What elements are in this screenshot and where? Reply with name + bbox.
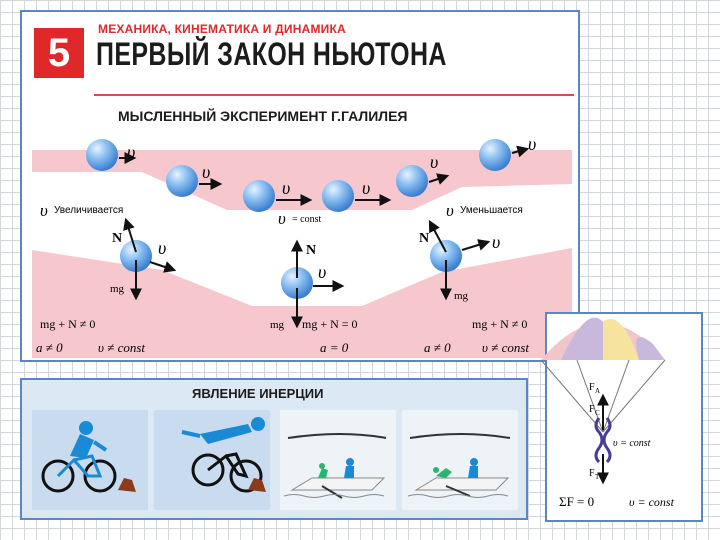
upper-ball-6: υ	[479, 134, 536, 171]
decreases-caption: υ Уменьшается	[446, 201, 523, 220]
velocity-arrow-icon	[428, 173, 450, 185]
normal-force-arrow-icon	[123, 217, 137, 253]
experiment-diagram: υ υ υ υ υ υ υ Увеличив	[32, 134, 572, 358]
svg-text:υ: υ	[446, 201, 454, 220]
boat-frame-1	[280, 410, 396, 510]
ball-icon	[86, 139, 118, 171]
parachute-velocity-const: υ = const	[629, 495, 675, 509]
left-force-sum: mg + N ≠ 0	[40, 317, 95, 331]
boat-icon	[290, 458, 386, 499]
parachute-icon	[540, 317, 666, 433]
velocity-label: υ	[282, 178, 290, 198]
svg-text:υ: υ	[278, 209, 286, 228]
svg-text:mg: mg	[454, 290, 469, 302]
force-arrows: F A F C F T υ = const	[589, 382, 651, 485]
upper-ball-3: υ	[243, 178, 313, 212]
velocity-label: υ	[430, 152, 438, 172]
svg-text:N: N	[306, 243, 316, 258]
parachute-panel: F A F C F T υ = const ΣF = 0 υ = const	[540, 312, 703, 522]
cyclist-frame-1	[32, 410, 148, 510]
left-force-diagram: N mg υ	[110, 217, 177, 301]
topic-number-badge: 5	[34, 28, 84, 78]
normal-force-arrow-icon	[428, 219, 447, 253]
boat-icon	[414, 458, 510, 497]
ball-icon	[430, 240, 462, 272]
ball-icon	[243, 180, 275, 212]
middle-force-diagram: N mg υ	[270, 239, 345, 331]
stump-icon	[118, 478, 136, 492]
svg-text:υ: υ	[158, 238, 166, 258]
right-force-diagram: N mg υ	[419, 219, 500, 302]
title-divider	[94, 94, 574, 96]
galileo-experiment-panel: 5 МЕХАНИКА, КИНЕМАТИКА И ДИНАМИКА ПЕРВЫЙ…	[20, 10, 580, 362]
svg-text:υ: υ	[40, 201, 48, 220]
cyclist-icon	[41, 421, 117, 493]
inertia-title: ЯВЛЕНИЕ ИНЕРЦИИ	[192, 386, 324, 401]
svg-text:A: A	[595, 387, 600, 395]
upper-ball-1: υ	[86, 139, 137, 171]
middle-force-sum: mg + N = 0	[302, 317, 358, 331]
parachute-diagram: F A F C F T υ = const ΣF = 0 υ = const	[540, 317, 675, 509]
upper-ball-4: υ	[322, 178, 392, 212]
cyclist-icon	[181, 417, 265, 493]
svg-text:Увеличивается: Увеличивается	[54, 205, 123, 216]
svg-text:Уменьшается: Уменьшается	[460, 205, 523, 216]
svg-text:υ: υ	[318, 262, 326, 282]
parachute-velocity-label: υ = const	[613, 438, 651, 449]
ball-icon	[166, 165, 198, 197]
velocity-label: υ	[362, 178, 370, 198]
velocity-label: υ	[127, 142, 135, 162]
increases-caption: υ Увеличивается	[40, 201, 123, 220]
stump-icon	[248, 478, 266, 492]
svg-text:mg: mg	[270, 319, 285, 331]
ball-icon	[322, 180, 354, 212]
right-velocity-state: υ ≠ const	[482, 340, 529, 355]
svg-text:= const: = const	[292, 214, 321, 225]
page-subtitle: МЕХАНИКА, КИНЕМАТИКА И ДИНАМИКА	[98, 22, 346, 36]
ball-icon	[281, 267, 313, 299]
svg-text:mg: mg	[110, 283, 125, 295]
ball-icon	[120, 240, 152, 272]
const-caption: υ = const	[278, 209, 321, 228]
svg-text:F: F	[589, 468, 595, 479]
svg-text:F: F	[589, 382, 595, 393]
velocity-label: υ	[202, 162, 210, 182]
svg-text:N: N	[112, 231, 122, 246]
parachutist-icon	[594, 417, 612, 464]
right-acceleration: a ≠ 0	[424, 340, 451, 355]
page-title: ПЕРВЫЙ ЗАКОН НЬЮТОНА	[96, 36, 447, 72]
svg-text:υ: υ	[492, 232, 500, 252]
boat-frame-2	[402, 410, 518, 510]
left-acceleration: a ≠ 0	[36, 340, 63, 355]
middle-acceleration: a = 0	[320, 340, 349, 355]
upper-ball-5: υ	[396, 152, 450, 197]
upper-ball-2: υ	[166, 162, 223, 197]
left-velocity-state: υ ≠ const	[98, 340, 145, 355]
inertia-panel: ЯВЛЕНИЕ ИНЕРЦИИ	[20, 378, 528, 520]
svg-text:T: T	[595, 473, 600, 481]
velocity-arrow-icon	[511, 145, 530, 158]
velocity-label: υ	[528, 134, 536, 154]
svg-text:N: N	[419, 231, 429, 246]
cyclist-frame-2	[154, 410, 270, 510]
right-force-sum: mg + N ≠ 0	[472, 317, 527, 331]
experiment-title: МЫСЛЕННЫЙ ЭКСПЕРИМЕНТ Г.ГАЛИЛЕЯ	[118, 108, 408, 124]
ball-icon	[396, 165, 428, 197]
velocity-arrow-icon	[149, 261, 177, 273]
svg-text:C: C	[595, 409, 600, 417]
velocity-arrow-icon	[461, 239, 491, 251]
inertia-illustrations	[32, 410, 518, 510]
svg-text:F: F	[589, 404, 595, 415]
ball-icon	[479, 139, 511, 171]
force-sum-label: ΣF = 0	[559, 494, 594, 509]
